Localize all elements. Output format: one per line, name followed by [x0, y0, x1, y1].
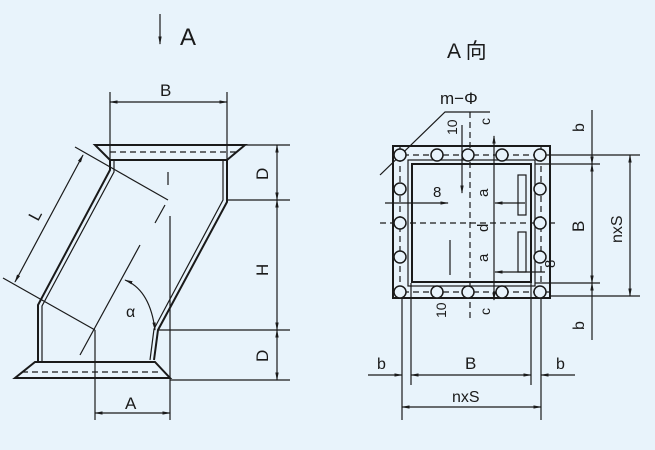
- top-offset-label: 10: [444, 119, 460, 135]
- view-label: A: [180, 24, 196, 51]
- bottom-offset-label: 10: [433, 302, 449, 318]
- right-nxS-label: nxS: [609, 215, 626, 243]
- height-label: H: [253, 264, 272, 276]
- length-label: L: [25, 207, 46, 224]
- side-view: L α B A D H D: [2, 81, 290, 420]
- right-b-top-label: b: [571, 123, 588, 132]
- duct-right-wall: [153, 160, 228, 361]
- end-view-title: A 向: [447, 40, 487, 63]
- bolt-holes: [393, 148, 547, 299]
- a-upper-label: a: [475, 188, 492, 197]
- flange-bottom-label: D: [253, 350, 272, 362]
- right-B-label: B: [569, 221, 588, 232]
- d-center-label: d: [475, 224, 492, 232]
- view-direction-marker: A: [158, 14, 196, 51]
- eight-right-label: 8: [542, 260, 559, 268]
- a-lower-label: a: [475, 253, 492, 262]
- bottom-b-left-label: b: [377, 356, 386, 373]
- bottom-b-right-label: b: [556, 356, 565, 373]
- angle-arc: [124, 279, 156, 331]
- top-c-label: c: [477, 118, 493, 125]
- flange-top-label: D: [253, 168, 272, 180]
- width-top-label: B: [160, 81, 171, 100]
- right-b-bottom-label: b: [571, 321, 588, 330]
- bottom-c-label: c: [477, 308, 493, 315]
- bottom-B-label: B: [465, 354, 476, 373]
- length-dimension: [14, 154, 84, 283]
- holes-leader: [379, 111, 490, 176]
- bottom-nxS-label: nxS: [452, 389, 480, 406]
- duct-left-wall: [37, 160, 111, 362]
- flange-outline: [392, 145, 551, 299]
- eight-left-label: 8: [433, 184, 441, 201]
- width-bottom-label: A: [125, 394, 137, 413]
- holes-label: m−Φ: [440, 89, 478, 108]
- angle-label: α: [126, 304, 135, 321]
- bottom-flange: [12, 361, 173, 379]
- end-view: A 向 m−Φ 10 c 8 a d: [368, 40, 640, 420]
